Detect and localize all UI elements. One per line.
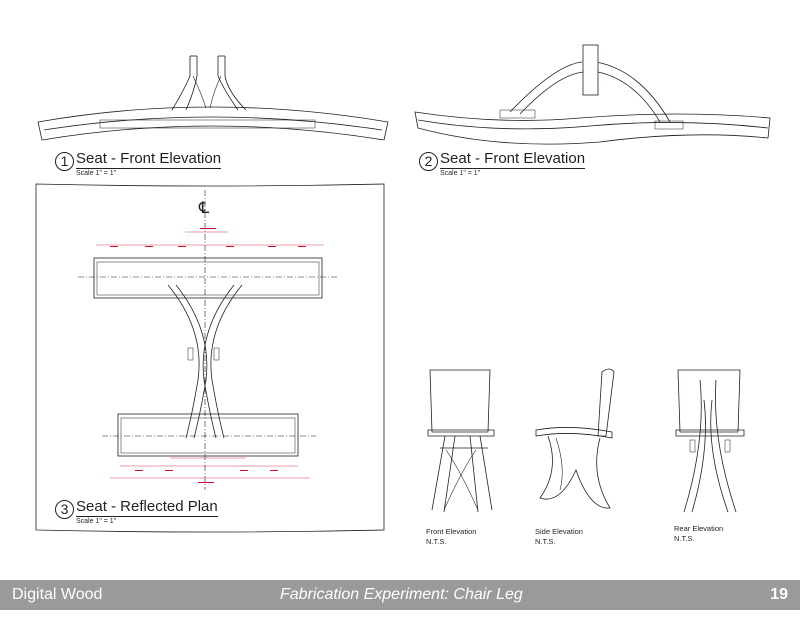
figure-3-label: 3 Seat - Reflected Plan Scale 1" = 1" xyxy=(55,499,218,526)
figure-number: 3 xyxy=(55,500,74,519)
figure-title: Seat - Reflected Plan xyxy=(76,498,218,517)
figure-number: 1 xyxy=(55,152,74,171)
figure-scale: Scale 1" = 1" xyxy=(440,170,481,177)
side-elevation-sketch xyxy=(535,368,615,509)
caption-label: Front Elevation xyxy=(426,527,477,536)
caption-scale: N.T.S. xyxy=(426,537,447,546)
footer-center-title: Fabrication Experiment: Chair Leg xyxy=(280,586,523,603)
seat-front-elevation-1 xyxy=(37,55,389,141)
figure-1-label: 1 Seat - Front Elevation Scale 1" = 1" xyxy=(55,150,222,178)
figure-title: Seat - Front Elevation xyxy=(440,150,586,169)
front-elevation-caption: Front Elevation N.T.S. xyxy=(426,527,476,547)
caption-scale: N.T.S. xyxy=(674,534,695,543)
footer-left-title: Digital Wood xyxy=(12,586,103,603)
side-elevation-caption: Side Elevation N.T.S. xyxy=(535,527,583,547)
footer-bar: Digital Wood Fabrication Experiment: Cha… xyxy=(0,580,800,610)
caption-label: Side Elevation xyxy=(535,527,583,536)
front-elevation-sketch xyxy=(427,369,495,513)
caption-label: Rear Elevation xyxy=(674,524,724,533)
figure-2-label: 2 Seat - Front Elevation Scale 1" = 1" xyxy=(419,150,586,178)
figure-title: Seat - Front Elevation xyxy=(76,150,222,169)
page-number: 19 xyxy=(770,586,788,603)
seat-reflected-plan xyxy=(35,183,385,533)
figure-scale: Scale 1" = 1" xyxy=(76,518,117,525)
rear-elevation-caption: Rear Elevation N.T.S. xyxy=(674,524,723,544)
caption-scale: N.T.S. xyxy=(535,537,556,546)
dimension-marks xyxy=(110,228,306,483)
figure-scale: Scale 1" = 1" xyxy=(76,170,117,177)
centerline-symbol: ℄ xyxy=(199,198,210,217)
seat-front-elevation-2 xyxy=(414,44,771,145)
figure-number: 2 xyxy=(419,152,438,171)
rear-elevation-sketch xyxy=(675,369,745,513)
